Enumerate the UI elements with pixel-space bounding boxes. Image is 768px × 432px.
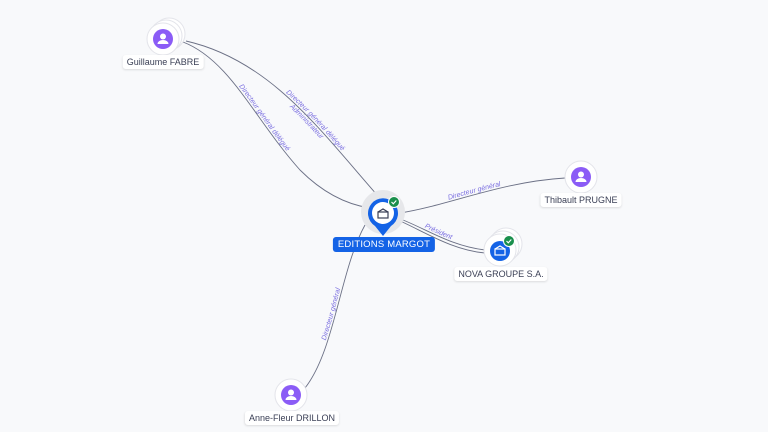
node-label-editions-margot[interactable]: EDITIONS MARGOT (332, 237, 436, 252)
edge-label: Directeur général délégué (284, 89, 345, 152)
edge-fabre-dgd-2[interactable]: Directeur général délégué Administrateur (185, 40, 379, 197)
node-label-prugne[interactable]: Thibault PRUGNE (540, 193, 622, 207)
verified-icon (503, 235, 515, 247)
company-icon (490, 241, 510, 261)
person-icon (153, 29, 173, 49)
edge-label: Directeur général délégué (237, 83, 291, 152)
edge-label: Directeur général (447, 181, 502, 202)
node-drillon[interactable] (274, 378, 308, 412)
edge-label: Directeur général (321, 287, 342, 341)
svg-text:Directeur général délégué: Directeur général délégué (237, 83, 291, 152)
person-icon (281, 385, 301, 405)
node-label-nova[interactable]: NOVA GROUPE S.A. (454, 267, 548, 281)
person-icon (571, 167, 591, 187)
svg-text:Directeur général délégué: Directeur général délégué (284, 89, 345, 152)
verified-icon (388, 196, 400, 208)
node-fabre[interactable] (146, 17, 186, 56)
node-label-fabre[interactable]: Guillaume FABRE (122, 55, 204, 69)
node-prugne[interactable] (564, 160, 598, 194)
company-icon (377, 208, 389, 219)
svg-text:Directeur général: Directeur général (447, 181, 502, 202)
node-label-drillon[interactable]: Anne-Fleur DRILLON (244, 411, 340, 425)
svg-text:Directeur général: Directeur général (321, 287, 342, 341)
edge-fabre-dgd-1[interactable]: Directeur général délégué (182, 41, 371, 209)
node-editions-margot[interactable] (361, 190, 405, 236)
node-nova[interactable] (483, 227, 523, 267)
